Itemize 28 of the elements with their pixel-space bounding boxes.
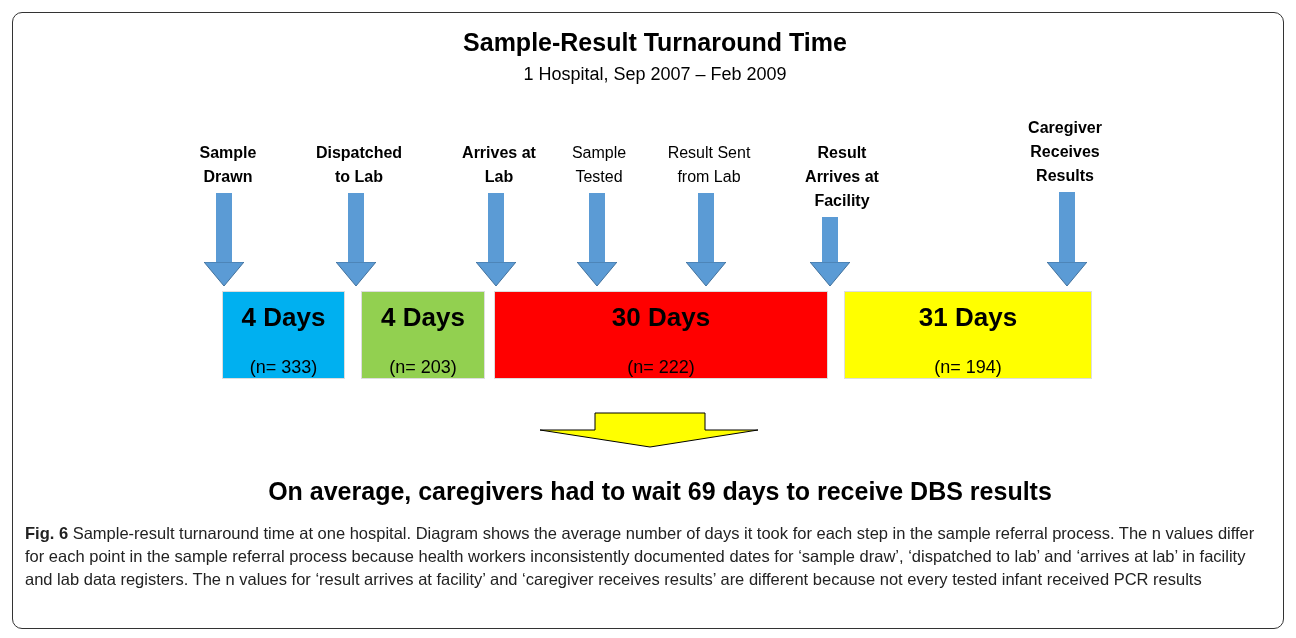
- sample-count-text: (n= 222): [626, 357, 696, 378]
- event-label: Result Arrives at Facility: [790, 141, 894, 213]
- conclusion-text: On average, caregivers had to wait 69 days to receive DBS results: [267, 477, 1053, 506]
- arrow: [475, 193, 517, 287]
- duration-text: 30 Days: [610, 302, 712, 333]
- event-label: Sample Drawn: [176, 141, 280, 189]
- duration-text: 4 Days: [380, 302, 466, 333]
- period-box: [844, 291, 1092, 379]
- sample-count-text: (n= 194): [933, 357, 1003, 378]
- arrow: [203, 193, 245, 287]
- duration-text: 4 Days: [240, 302, 327, 333]
- period-box: [361, 291, 485, 379]
- arrow: [335, 193, 377, 287]
- event-label: Result Sent from Lab: [657, 141, 761, 189]
- arrow: [1046, 192, 1088, 287]
- event-label: Dispatched to Lab: [307, 141, 411, 189]
- period-box: [222, 291, 345, 379]
- event-label: Caregiver Receives Results: [1013, 116, 1117, 188]
- diagram-title: Sample-Result Turnaround Time: [462, 28, 848, 57]
- duration-text: 31 Days: [917, 302, 1019, 333]
- figure-caption: Fig. 6 Sample-result turnaround time at one hospital. Diagram shows the average number of days it took for each step in the sample referral process. The n values differ for each point in the sample referral process because health workers inconsistently documented dates for ‘sample draw’, ‘dispatched to lab’ and ‘arrives at lab’ in facility and lab data registers. The n values for ‘result arrives at facility’ and ‘caregiver receives results’ are different because not every tested infant received PCR results: [25, 523, 1256, 590]
- sample-count-text: (n= 203): [388, 357, 458, 378]
- sample-count-text: (n= 333): [248, 357, 319, 378]
- arrow: [576, 193, 618, 287]
- arrow: [685, 193, 727, 287]
- arrow: [809, 217, 851, 287]
- subtitle-text: 1 Hospital, Sep 2007 – Feb 2009: [522, 64, 788, 85]
- period-box: [494, 291, 828, 379]
